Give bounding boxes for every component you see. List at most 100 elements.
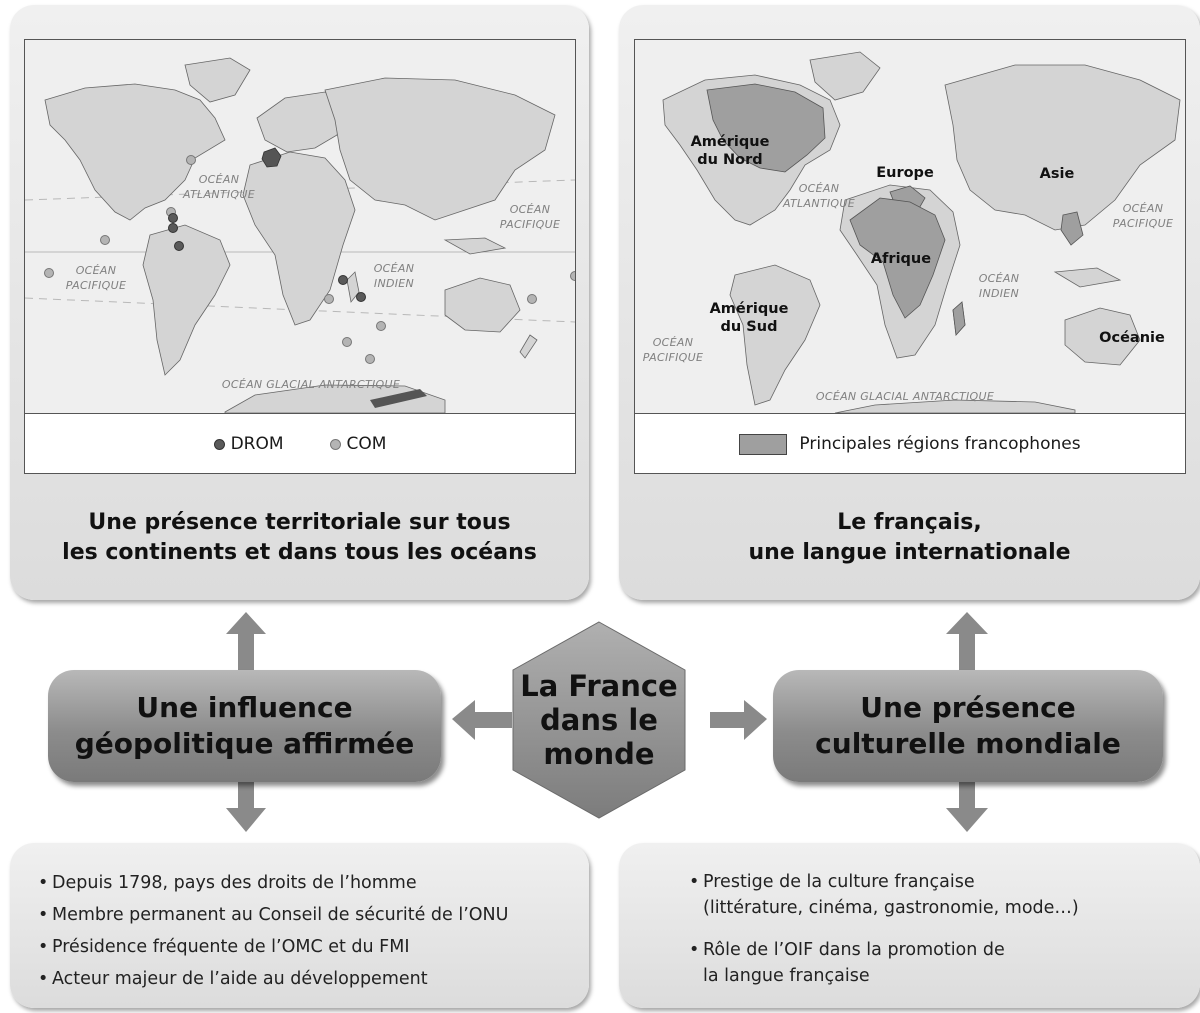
terre-adelie-territory (370, 389, 427, 408)
antarctica-landmass (224, 384, 446, 413)
europe-landmass (256, 91, 346, 153)
drom-marker (356, 292, 366, 302)
antarctica-landmass (834, 399, 1076, 413)
com-marker (324, 294, 334, 304)
legend-label: DROM (230, 434, 284, 454)
center-hexagon: La France dans le monde (510, 620, 688, 820)
indonesia-landmass (1053, 267, 1122, 288)
drom-marker (168, 223, 178, 233)
madagascar-landmass (346, 271, 360, 303)
bullet-line: Rôle de l’OIF dans la promotion de (703, 940, 1005, 960)
com-marker (186, 155, 196, 165)
francophone-madagascar-region (952, 301, 966, 336)
new-zealand-landmass (519, 334, 538, 359)
geopolitical-facts-panel: Depuis 1798, pays des droits de l’homme … (10, 843, 589, 1008)
arrow-left-icon (452, 700, 512, 740)
pill-line: Une présence (860, 691, 1076, 724)
francophone-canada-region (706, 83, 826, 173)
com-marker (527, 294, 537, 304)
greenland-landmass (809, 51, 881, 101)
metropolitan-france-territory (261, 147, 282, 168)
geopolitical-influence-box: Une influence géopolitique affirmée (48, 670, 441, 782)
center-line: monde (543, 737, 655, 771)
drom-marker (168, 213, 178, 223)
title-line: Une présence territoriale sur tous (88, 510, 511, 535)
arrow-right-icon (710, 700, 767, 740)
legend-label: COM (346, 434, 387, 454)
arrow-down-icon (226, 782, 266, 832)
title-line: une langue internationale (748, 540, 1071, 565)
indonesia-landmass (443, 237, 507, 255)
pill-line: géopolitique affirmée (74, 727, 415, 760)
legend-item-drom: DROM (213, 434, 284, 454)
com-marker (100, 235, 110, 245)
bullet-line: la langue française (703, 966, 870, 986)
north-america-landmass (44, 83, 226, 221)
pill-line: Une influence (136, 691, 353, 724)
center-title: La France dans le monde (510, 620, 688, 820)
ocean-label-glacial: OCÉAN GLACIAL ANTARCTIQUE (222, 378, 400, 391)
bullet-item: Membre permanent au Conseil de sécurité … (38, 899, 508, 931)
bullet-line: Prestige de la culture française (703, 872, 975, 892)
map-legend: DROM COM (25, 415, 575, 473)
asia-landmass (324, 77, 556, 221)
bullet-list: Prestige de la culture française (littér… (689, 869, 1079, 989)
francophone-africa-region (849, 197, 946, 319)
arrow-down-icon (946, 782, 988, 832)
arrow-up-icon (946, 612, 988, 672)
south-america-landmass (729, 264, 821, 406)
com-marker (44, 268, 54, 278)
australia-landmass (1064, 307, 1141, 366)
cultural-presence-box: Une présence culturelle mondiale (773, 670, 1163, 782)
title-line: les continents et dans tous les océans (62, 540, 537, 565)
panel-title: Le français, une langue internationale (619, 508, 1200, 568)
ocean-label-glacial: OCÉAN GLACIAL ANTARCTIQUE (816, 390, 994, 403)
bullet-item: Prestige de la culture française (littér… (689, 869, 1079, 921)
com-marker (365, 354, 375, 364)
bullet-item: Rôle de l’OIF dans la promotion de la la… (689, 937, 1079, 989)
greenland-landmass (184, 57, 251, 103)
legend-item-com: COM (329, 434, 387, 454)
arrow-up-icon (226, 612, 266, 672)
francophone-indochina-region (1060, 211, 1084, 246)
tropic-line (25, 297, 575, 323)
pill-line: culturelle mondiale (815, 727, 1121, 760)
australia-landmass (444, 277, 521, 333)
drom-legend-icon (213, 438, 225, 450)
africa-landmass (242, 151, 356, 326)
legend-label: Principales régions francophones (799, 434, 1081, 454)
bullet-list: Depuis 1798, pays des droits de l’homme … (38, 867, 508, 995)
bullet-item: Depuis 1798, pays des droits de l’homme (38, 867, 508, 899)
title-line: Le français, (837, 510, 982, 535)
panel-title: Une présence territoriale sur tous les c… (10, 508, 589, 568)
region-label-asie: Asie (1040, 166, 1075, 182)
map-legend: Principales régions francophones (635, 415, 1185, 473)
francophone-legend-swatch (739, 433, 788, 455)
bullet-item: Acteur majeur de l’aide au développement (38, 963, 508, 995)
bullet-line: (littérature, cinéma, gastronomie, mode…… (703, 898, 1079, 918)
hexagon-shape (512, 621, 686, 819)
region-label-oceanie: Océanie (1099, 330, 1165, 346)
com-marker (342, 337, 352, 347)
drom-marker (174, 241, 184, 251)
region-label-afrique: Afrique (871, 251, 931, 267)
drom-marker (338, 275, 348, 285)
region-label-europe: Europe (876, 165, 934, 181)
com-marker (376, 321, 386, 331)
asia-landmass (944, 64, 1181, 231)
